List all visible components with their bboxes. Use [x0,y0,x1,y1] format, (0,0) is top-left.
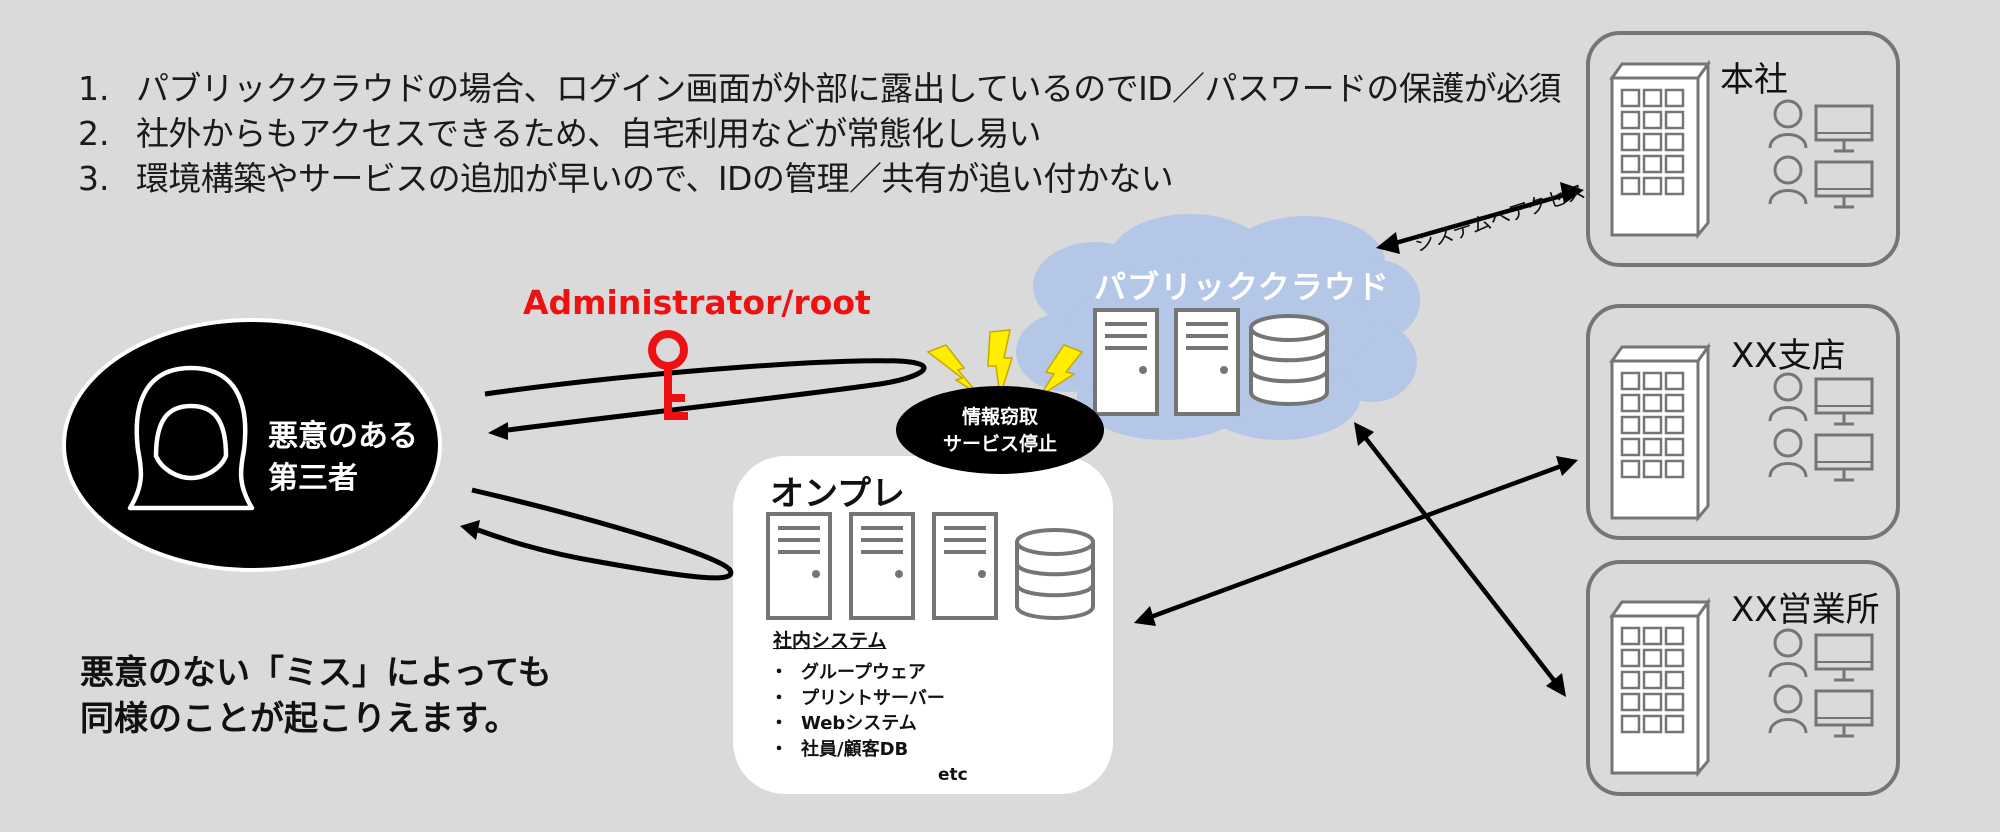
onprem-title: オンプレ [770,474,905,514]
admin-credential-label: Administrator/root [523,283,871,322]
building-icon [1610,600,1710,775]
note-line: 悪意のない「ミス」によっても [80,653,552,693]
point-text: 社外からもアクセスできるため、自宅利用などが常態化し易い [136,114,1041,153]
onprem-etc: etc [938,765,968,785]
threat-ellipse [896,386,1104,474]
access-arrows [1134,182,1584,697]
bullet: ・ [770,738,788,760]
list-item: ・プリントサーバー [770,686,945,712]
threat-label: 情報窃取 サービス停止 [900,404,1100,458]
point-number: 2. [78,114,110,153]
onprem-system-list: ・グループウェア ・プリントサーバー ・Webシステム ・社員/顧客DB [770,660,945,762]
threat-label-line: サービス停止 [942,433,1057,455]
onprem-server-icon [766,512,832,620]
cloud-server-icon [1093,308,1159,416]
point-number: 1. [78,69,110,108]
attacker-label-line: 悪意のある [268,419,418,454]
cloud-server-icon [1174,308,1240,416]
list-item-text: プリントサーバー [801,687,945,709]
building-icon [1610,62,1710,237]
office-box-branch [1586,304,1900,540]
building-icon [1610,345,1710,520]
risk-point: 3. 環境構築やサービスの追加が早いので、IDの管理／共有が追い付かない [78,156,1561,201]
onprem-subtitle: 社内システム [773,630,887,652]
office-name-sales-office: XX営業所 [1731,590,1880,630]
cloud-database-icon [1249,314,1329,406]
attacker-label-line: 第三者 [268,461,358,496]
point-text: パブリッククラウドの場合、ログイン画面が外部に露出しているのでID／パスワードの… [136,69,1561,108]
list-item: ・ Webシステム [770,711,945,737]
attack-loop-cloud [484,358,927,440]
list-item: ・社員/顧客DB [770,737,945,763]
list-item-text: グループウェア [801,662,926,683]
attack-loop-onprem [460,487,734,581]
list-item-text: Webシステム [801,713,917,734]
mistake-note: 悪意のない「ミス」によっても 同様のことが起こりえます。 [80,650,552,742]
point-text: 環境構築やサービスの追加が早いので、IDの管理／共有が追い付かない [136,159,1174,198]
key-icon [648,330,688,420]
office-name-headquarters: 本社 [1720,60,1788,100]
risk-point: 2. 社外からもアクセスできるため、自宅利用などが常態化し易い [78,111,1561,156]
office-box-sales-office [1586,560,1900,796]
cloud-title: パブリッククラウド [1094,268,1390,306]
risk-point: 1. パブリッククラウドの場合、ログイン画面が外部に露出しているのでID／パスワー… [78,66,1561,111]
hacker-icon [127,365,255,511]
onprem-server-icon [932,512,998,620]
list-item: ・グループウェア [770,660,945,686]
attacker-label: 悪意のある 第三者 [268,416,468,500]
point-number: 3. [78,159,110,198]
onprem-server-icon [849,512,915,620]
lightning-icon [926,329,1084,397]
note-line: 同様のことが起こりえます。 [80,699,519,739]
list-item-text: 社員/顧客DB [801,738,909,760]
office-box-headquarters [1586,31,1900,267]
threat-label-line: 情報窃取 [961,406,1038,428]
risk-point-list: 1. パブリッククラウドの場合、ログイン画面が外部に露出しているのでID／パスワー… [78,66,1561,201]
bullet: ・ [770,662,788,683]
office-name-branch: XX支店 [1731,336,1846,376]
bullet: ・ [770,713,788,734]
onprem-database-icon [1015,528,1095,620]
bullet: ・ [770,687,788,709]
